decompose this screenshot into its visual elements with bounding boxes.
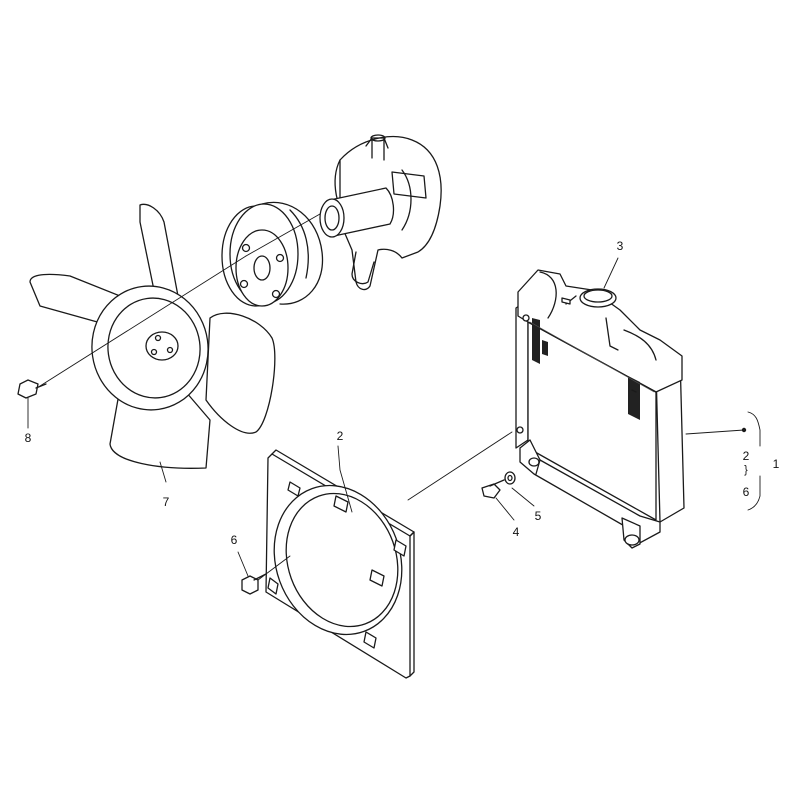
fan-shroud [265, 449, 415, 679]
leader-lines [27, 257, 761, 577]
radiator [515, 269, 685, 549]
shroud-bolt [241, 573, 267, 595]
drain-cock-and-washer [481, 471, 516, 499]
callout-group-top: 2 [742, 449, 750, 463]
callout-radiator-assembly: 1 [772, 457, 780, 471]
callout-drain-cock: 4 [512, 525, 520, 539]
water-pump [319, 134, 442, 291]
callout-group-bottom: 6 [742, 485, 750, 499]
callout-washer: 5 [534, 509, 542, 523]
callout-radiator-cap: 3 [616, 239, 624, 253]
callout-fan-shroud: 2 [336, 429, 344, 443]
fan-bolt [17, 379, 47, 399]
callout-shroud-bolt: 6 [230, 533, 238, 547]
callout-cooling-fan: 7 [162, 495, 170, 509]
assembly-lines [39, 213, 513, 581]
callout-group-brace: } [744, 464, 748, 476]
fan-pulley [221, 201, 324, 307]
callout-fan-bolt: 8 [24, 431, 32, 445]
cooling-fan [29, 203, 276, 469]
